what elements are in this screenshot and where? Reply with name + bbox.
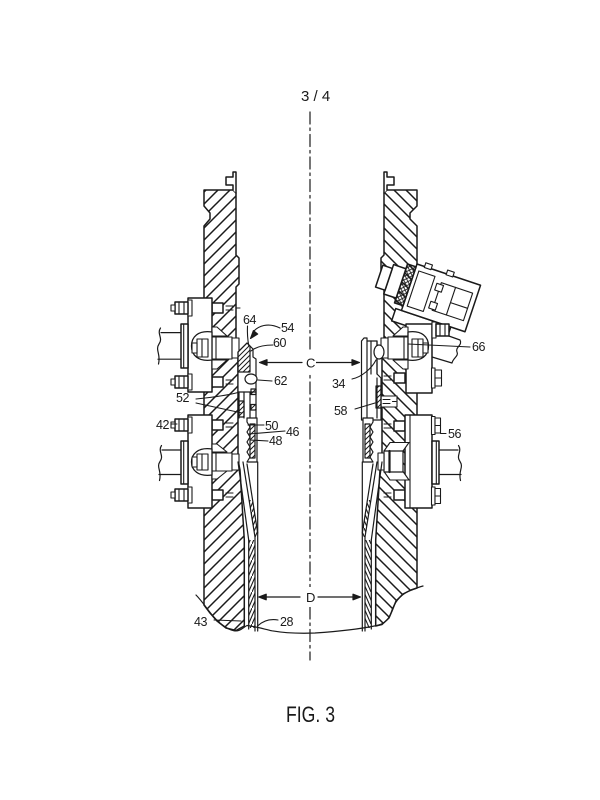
svg-text:34: 34 (332, 377, 346, 391)
svg-text:43: 43 (194, 615, 208, 629)
svg-text:52: 52 (176, 391, 190, 405)
svg-text:C: C (306, 356, 315, 371)
svg-text:56: 56 (448, 427, 462, 441)
svg-text:46: 46 (286, 425, 300, 439)
svg-text:42: 42 (156, 418, 170, 432)
svg-text:64: 64 (243, 313, 257, 327)
svg-text:60: 60 (273, 336, 287, 350)
svg-text:66: 66 (472, 340, 486, 354)
svg-text:28: 28 (280, 615, 294, 629)
svg-text:FIG. 3: FIG. 3 (286, 702, 335, 727)
svg-text:58: 58 (334, 404, 348, 418)
svg-text:50: 50 (265, 419, 279, 433)
svg-text:54: 54 (281, 321, 295, 335)
svg-text:D: D (306, 590, 315, 605)
svg-text:3 / 4: 3 / 4 (301, 88, 330, 105)
svg-text:62: 62 (274, 374, 288, 388)
svg-text:48: 48 (269, 434, 283, 448)
